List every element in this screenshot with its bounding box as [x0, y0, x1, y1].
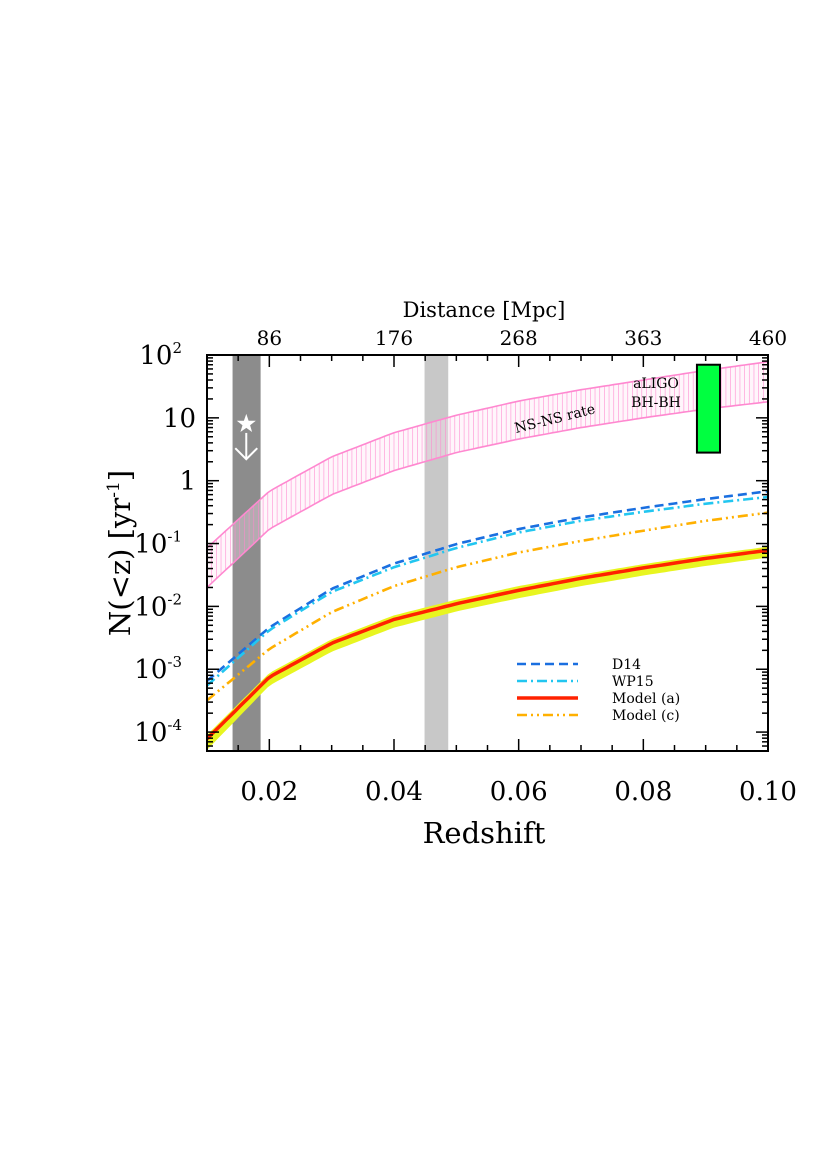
- y-tick-label: 10: [163, 404, 196, 434]
- x-tick-label: 0.04: [365, 777, 423, 807]
- legend-label: Model (a): [612, 691, 680, 707]
- axis-ticks: 0.02 0.04 0.06 0.08 0.10 86 176 268 363 460 10-4 10…: [134, 326, 797, 807]
- vertical-regions: [232, 355, 449, 751]
- band-ns-ns-rate-lower: [207, 401, 768, 589]
- top-tick-label: 363: [624, 326, 662, 350]
- top-tick-label: 460: [749, 326, 787, 350]
- legend-label: D14: [612, 657, 641, 673]
- y-tick-label: 102: [139, 339, 182, 371]
- band-model-a-range: [207, 546, 768, 750]
- aligo-label-line2: BH-BH: [631, 395, 681, 411]
- aligo-bh-bh-box: [695, 363, 722, 454]
- series-model-a-: [207, 548, 768, 741]
- x-tick-label: 0.08: [614, 777, 672, 807]
- arrow-head-icon: [234, 447, 258, 461]
- aligo-box: [695, 363, 722, 454]
- series-lines: [207, 489, 768, 741]
- y-tick-label: 10-4: [134, 716, 182, 748]
- x-tick-label: 0.10: [739, 777, 797, 807]
- legend-label: WP15: [612, 674, 654, 690]
- y-tick-label: 10-3: [134, 653, 182, 685]
- top-tick-label: 268: [500, 326, 538, 350]
- plot-area: [207, 355, 768, 751]
- top-axis-label: Distance [Mpc]: [403, 298, 566, 322]
- x-tick-label: 0.02: [240, 777, 298, 807]
- legend-label: Model (c): [612, 708, 680, 724]
- x-tick-label: 0.06: [490, 777, 548, 807]
- aligo-label-line1: aLIGO: [633, 376, 679, 392]
- x-axis-label: Redshift: [423, 816, 546, 850]
- series-d14: [207, 489, 768, 682]
- series-model-c-: [207, 511, 768, 702]
- y-tick-label: 1: [179, 467, 196, 497]
- series-wp15: [207, 495, 768, 687]
- y-tick-label: 10-2: [134, 590, 182, 622]
- band-ns-ns-rate-hatching: [207, 361, 768, 588]
- star-icon: [236, 413, 256, 432]
- band-ns-ns-rate-upper: [207, 361, 768, 549]
- top-tick-label: 86: [257, 326, 282, 350]
- y-axis-label: N(<z) [yr-1]: [103, 470, 137, 636]
- y-tick-label: 10-1: [134, 528, 182, 560]
- upper-limit-marker: [234, 413, 258, 461]
- shaded-bands: [207, 361, 768, 750]
- top-tick-label: 176: [375, 326, 413, 350]
